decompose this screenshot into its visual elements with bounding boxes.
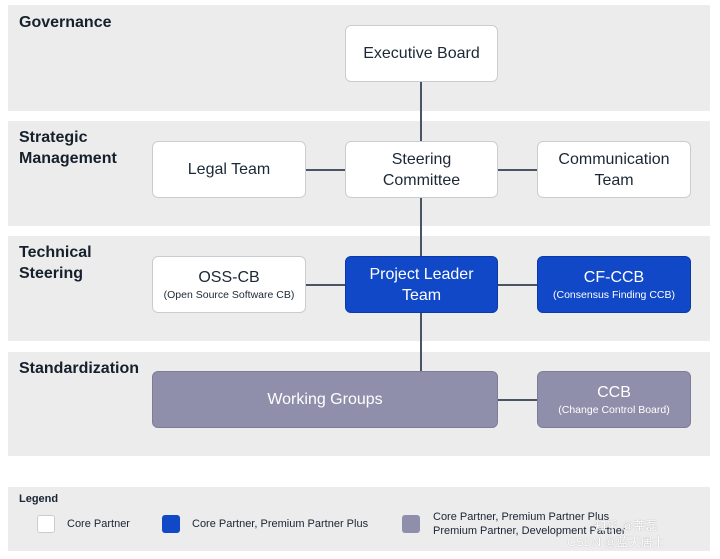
legal-team-label: Legal Team xyxy=(187,161,271,178)
standardization-label: Standardization xyxy=(19,360,140,377)
legend-panel xyxy=(8,487,710,551)
strategic-management-label: Strategic Management xyxy=(19,129,117,167)
cf-ccb-label: CF-CCB xyxy=(583,269,645,286)
legend-title: Legend xyxy=(19,493,59,505)
connector-steering-communication xyxy=(498,169,537,171)
technical-steering-label: Technical Steering xyxy=(19,244,92,282)
legend-swatch-blue xyxy=(162,515,180,533)
connector-plt-cfccb xyxy=(498,284,537,286)
working-groups-label: Working Groups xyxy=(267,391,383,408)
connector-wg-ccb xyxy=(498,399,537,401)
steering-committee-label: Steering Committee xyxy=(382,150,461,189)
legend-item-premium-development: Core Partner, Premium Partner Plus Premi… xyxy=(433,511,626,537)
legend-item-premium-plus: Core Partner, Premium Partner Plus xyxy=(192,518,369,530)
cf-ccb-sublabel: (Consensus Finding CCB) xyxy=(553,289,675,301)
connector-legal-steering xyxy=(306,169,345,171)
oss-cb-sublabel: (Open Source Software CB) xyxy=(163,289,295,301)
legend-swatch-white xyxy=(37,515,55,533)
ccb-sublabel: (Change Control Board) xyxy=(558,404,670,416)
ccb-label: CCB xyxy=(597,384,631,401)
watermark-zhihu: 知乎 @莘磊 xyxy=(594,519,658,533)
executive-board-box[interactable]: Executive Board xyxy=(345,25,498,82)
project-leader-team-box[interactable]: Project Leader Team xyxy=(345,256,498,313)
communication-team-label: Communication Team xyxy=(558,150,670,189)
legend-item-core-partner: Core Partner xyxy=(67,518,130,530)
communication-team-box[interactable]: Communication Team xyxy=(537,141,691,198)
project-leader-team-label: Project Leader Team xyxy=(369,265,474,304)
connector-vertical-main xyxy=(420,82,422,372)
legal-team-box[interactable]: Legal Team xyxy=(152,141,306,198)
ccb-box[interactable]: CCB (Change Control Board) xyxy=(537,371,691,428)
connector-oss-plt xyxy=(306,284,345,286)
oss-cb-label: OSS-CB xyxy=(198,269,260,286)
legend-swatch-grey xyxy=(402,515,420,533)
executive-board-label: Executive Board xyxy=(363,45,480,62)
oss-cb-box[interactable]: OSS-CB (Open Source Software CB) xyxy=(152,256,306,313)
governance-label: Governance xyxy=(19,14,112,31)
steering-committee-box[interactable]: Steering Committee xyxy=(345,141,498,198)
working-groups-box[interactable]: Working Groups xyxy=(152,371,498,428)
cf-ccb-box[interactable]: CF-CCB (Consensus Finding CCB) xyxy=(537,256,691,313)
watermark-csdn: CSDN @蓝天居士 xyxy=(567,535,665,549)
